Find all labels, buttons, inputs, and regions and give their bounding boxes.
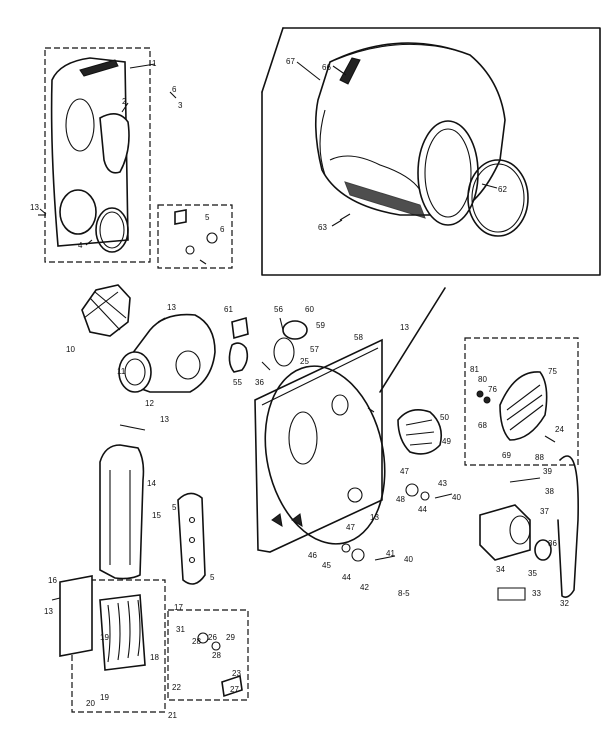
label-55: 55: [233, 378, 242, 387]
label-58: 58: [354, 333, 363, 342]
motor-assembly: [479, 455, 579, 601]
label-13-f: 13: [44, 607, 53, 616]
lamp-group: [228, 316, 308, 373]
label-32: 32: [560, 599, 569, 608]
timer-group: [167, 609, 249, 701]
label-76: 76: [488, 385, 497, 394]
label-40-b: 40: [404, 555, 413, 564]
label-50: 50: [440, 413, 449, 422]
label-12: 12: [145, 399, 154, 408]
label-60: 60: [305, 305, 314, 314]
label-63: 63: [318, 223, 327, 232]
label-43: 43: [438, 479, 447, 488]
label-44-b: 44: [342, 573, 351, 582]
label-27: 27: [230, 685, 239, 694]
label-31: 31: [176, 625, 185, 634]
switch-group: [157, 204, 233, 269]
label-22: 22: [172, 683, 181, 692]
label-80: 80: [478, 375, 487, 384]
front-panel-group: [38, 47, 177, 263]
label-13-c: 13: [400, 323, 409, 332]
label-66: 66: [322, 63, 331, 72]
label-1: 1: [152, 59, 157, 68]
label-38: 38: [545, 487, 554, 496]
label-2: 2: [122, 97, 127, 106]
label-68: 68: [478, 421, 487, 430]
drum-assembly-group: [261, 27, 601, 276]
label-6: 6: [172, 85, 177, 94]
label-17: 17: [174, 603, 183, 612]
label-42: 42: [360, 583, 369, 592]
label-24: 24: [555, 425, 564, 434]
label-41: 41: [386, 549, 395, 558]
label-26: 26: [208, 633, 217, 642]
label-18: 18: [150, 653, 159, 662]
label-29: 29: [226, 633, 235, 642]
label-49: 49: [442, 437, 451, 446]
label-48: 48: [396, 495, 405, 504]
label-56: 56: [274, 305, 283, 314]
label-57: 57: [310, 345, 319, 354]
label-14: 14: [147, 479, 156, 488]
label-75: 75: [548, 367, 557, 376]
label-13-e: 13: [370, 513, 379, 522]
label-36: 36: [255, 378, 264, 387]
blower-fan-assembly: [81, 284, 216, 393]
label-44-a: 44: [418, 505, 427, 514]
label-4: 4: [78, 241, 83, 250]
label-11: 11: [117, 367, 126, 376]
label-36-b: 36: [548, 539, 557, 548]
label-5-c: 5: [210, 573, 215, 582]
label-13-b: 13: [167, 303, 176, 312]
label-28-b: 28: [212, 651, 221, 660]
label-19: 19: [100, 633, 109, 642]
heater-group: [51, 575, 166, 713]
label-69: 69: [502, 451, 511, 460]
label-13-d: 13: [160, 415, 169, 424]
rear-bulkhead: [254, 287, 446, 553]
label-13-a: 13: [30, 203, 39, 212]
label-33: 33: [532, 589, 541, 598]
label-16: 16: [48, 576, 57, 585]
page-code: 8-5: [398, 589, 410, 598]
label-46: 46: [308, 551, 317, 560]
label-25: 25: [300, 357, 309, 366]
label-21: 21: [168, 711, 177, 720]
label-23: 23: [232, 669, 241, 678]
label-15: 15: [152, 511, 161, 520]
label-34: 34: [496, 565, 505, 574]
label-61: 61: [224, 305, 233, 314]
label-19-b: 19: [100, 693, 109, 702]
label-47-a: 47: [400, 467, 409, 476]
label-3: 3: [178, 101, 183, 110]
label-5-a: 5: [205, 213, 210, 222]
label-88: 88: [535, 453, 544, 462]
label-39: 39: [543, 467, 552, 476]
label-37: 37: [540, 507, 549, 516]
part-numbers: 67 66 62 63 1 6 3 2 13 4 5 6 13 10 11 61…: [30, 57, 569, 720]
label-28: 28: [192, 637, 201, 646]
label-67: 67: [286, 57, 295, 66]
label-35: 35: [528, 569, 537, 578]
callout-leaders: [39, 61, 498, 246]
label-6-b: 6: [220, 225, 225, 234]
fasteners-group: [341, 483, 453, 562]
label-47-b: 47: [346, 523, 355, 532]
label-40-a: 40: [452, 493, 461, 502]
idler-group: [464, 337, 579, 466]
label-5-b: 5: [172, 503, 177, 512]
label-62: 62: [498, 185, 507, 194]
label-45: 45: [322, 561, 331, 570]
label-81: 81: [470, 365, 479, 374]
label-20: 20: [86, 699, 95, 708]
label-59: 59: [316, 321, 325, 330]
exhaust-duct: [99, 424, 206, 585]
heater-cover: [397, 409, 443, 455]
label-10: 10: [66, 345, 75, 354]
